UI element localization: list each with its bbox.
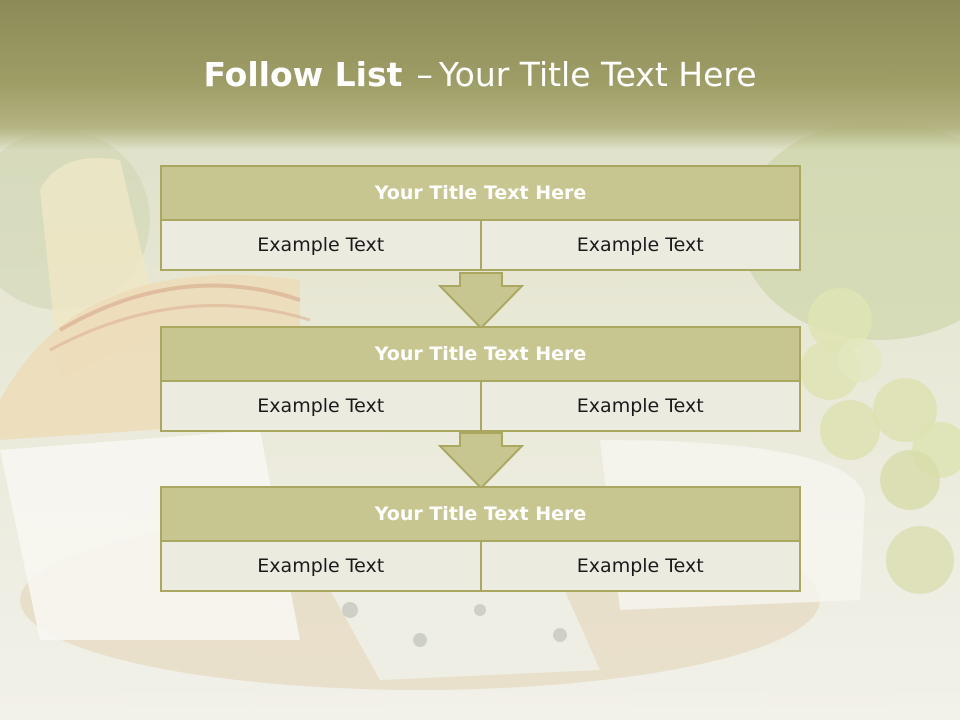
slide-title-rest: Your Title Text Here bbox=[438, 55, 757, 94]
step-cell-left: Example Text bbox=[160, 382, 482, 432]
step-row: Example Text Example Text bbox=[160, 542, 801, 592]
step-cell-right: Example Text bbox=[481, 542, 801, 592]
step-row: Example Text Example Text bbox=[160, 382, 801, 432]
step-cell-right: Example Text bbox=[481, 221, 801, 271]
step-cell-left: Example Text bbox=[160, 221, 482, 271]
slide-title: Follow List–Your Title Text Here bbox=[0, 52, 960, 98]
title-band bbox=[0, 0, 960, 150]
step-cell-left: Example Text bbox=[160, 542, 482, 592]
step-box-2: Your Title Text Here Example Text Exampl… bbox=[160, 326, 801, 432]
step-box-1: Your Title Text Here Example Text Exampl… bbox=[160, 165, 801, 271]
step-title: Your Title Text Here bbox=[160, 326, 801, 382]
slide-title-separator: – bbox=[416, 55, 433, 94]
down-arrow-icon bbox=[438, 272, 524, 330]
slide-title-bold: Follow List bbox=[203, 55, 403, 94]
step-cell-right: Example Text bbox=[481, 382, 801, 432]
down-arrow-icon bbox=[438, 432, 524, 490]
step-row: Example Text Example Text bbox=[160, 221, 801, 271]
step-title: Your Title Text Here bbox=[160, 486, 801, 542]
step-title: Your Title Text Here bbox=[160, 165, 801, 221]
step-box-3: Your Title Text Here Example Text Exampl… bbox=[160, 486, 801, 592]
